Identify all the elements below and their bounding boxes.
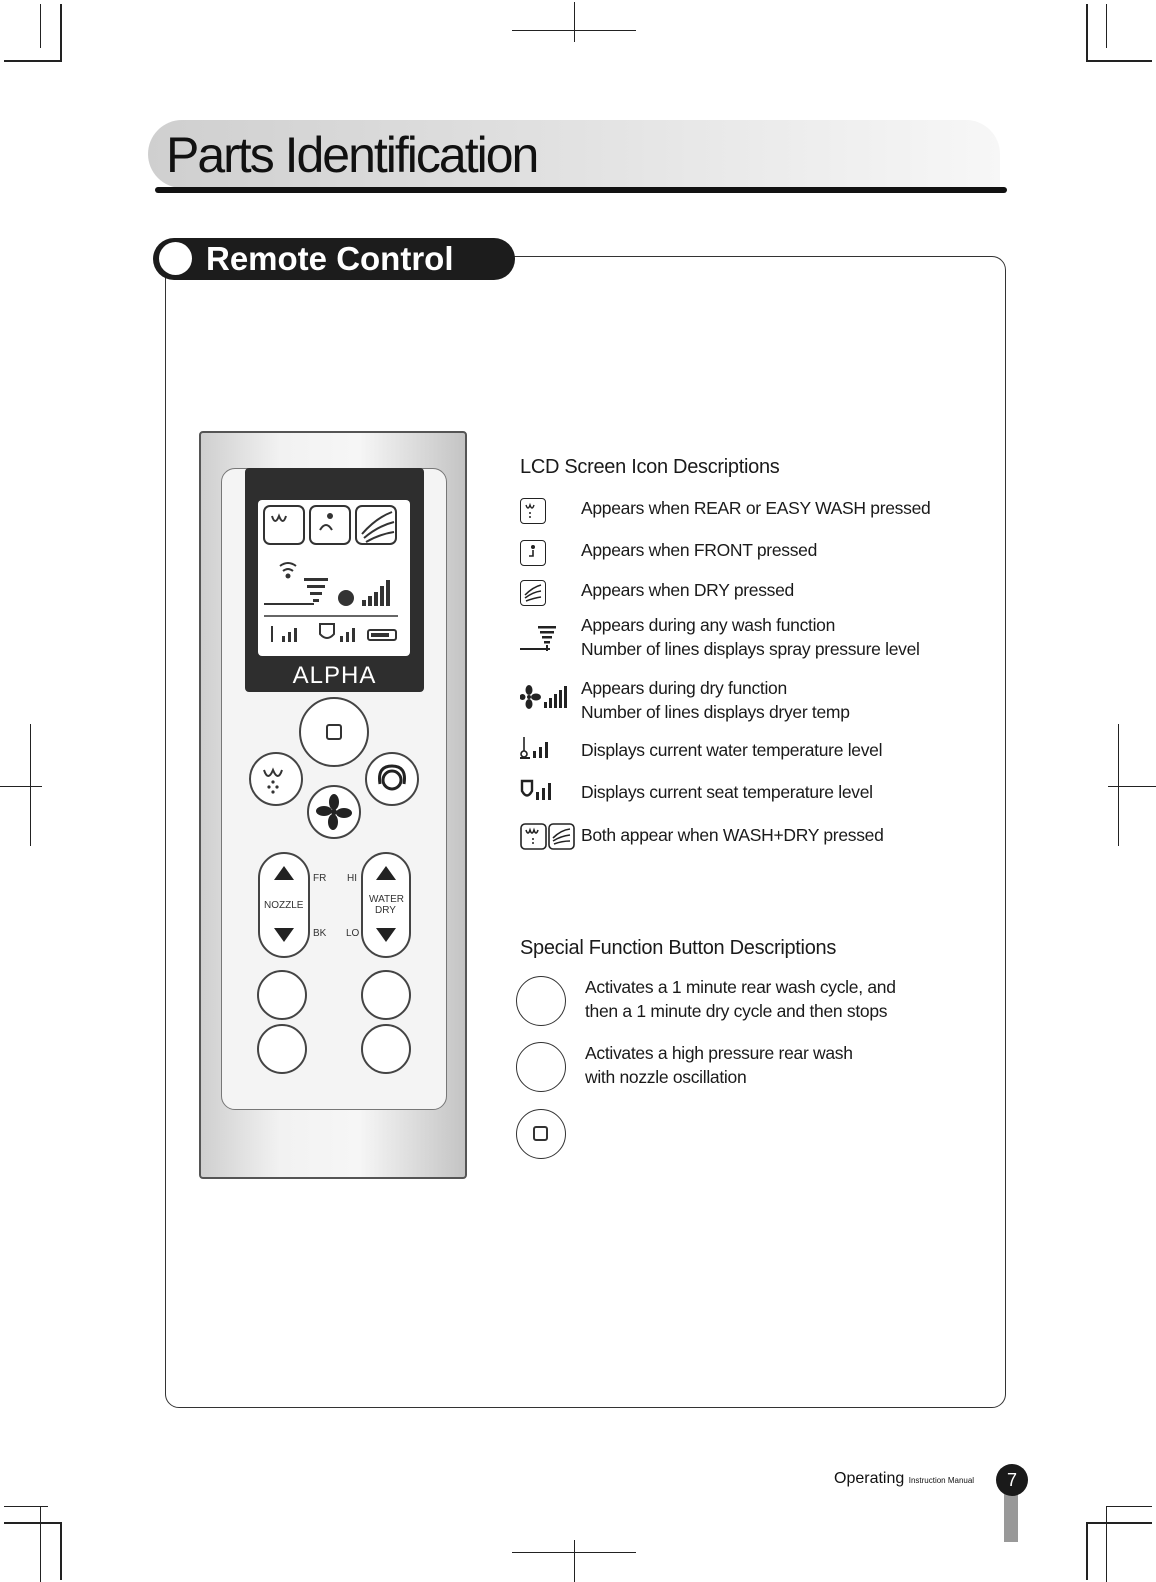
stop-button-sample	[516, 1109, 566, 1159]
icon-desc-4a: Appears during any wash function	[581, 615, 836, 635]
icon-desc-4b: Number of lines displays spray pressure …	[581, 639, 920, 659]
square-icon	[533, 1126, 548, 1141]
icon-desc-6: Displays current water temperature level	[581, 740, 883, 760]
special-button-2[interactable]	[361, 970, 411, 1020]
special-desc-1a: Activates a 1 minute rear wash cycle, an…	[585, 977, 896, 997]
special-button-sample-1	[516, 976, 566, 1026]
icon-desc-5a: Appears during dry function	[581, 678, 787, 698]
stop-button[interactable]	[299, 697, 369, 767]
water-temp-icon	[520, 735, 554, 759]
icon-desc-7: Displays current seat temperature level	[581, 782, 873, 802]
nozzle-forward-icon[interactable]	[274, 866, 294, 880]
dry-icon	[520, 580, 546, 606]
level-down-icon[interactable]	[376, 928, 396, 942]
special-desc-1b: then a 1 minute dry cycle and then stops	[585, 1001, 888, 1021]
icon-desc-2: Appears when FRONT pressed	[581, 540, 818, 560]
nozzle-back-icon[interactable]	[274, 928, 294, 942]
rear-wash-icon	[263, 767, 283, 794]
water-dry-rocker[interactable]: WATER DRY	[361, 852, 411, 958]
title-band	[148, 120, 1000, 188]
icon-desc-1: Appears when REAR or EASY WASH pressed	[581, 498, 931, 518]
fan-icon	[316, 794, 352, 830]
special-button-1[interactable]	[257, 970, 307, 1020]
fr-label: FR	[313, 873, 327, 884]
lcd-screen	[258, 500, 410, 656]
footer-manual-label: Operating Instruction Manual	[834, 1470, 974, 1488]
square-icon	[326, 724, 342, 740]
bk-label: BK	[313, 928, 327, 939]
rear-wash-button[interactable]	[249, 752, 303, 806]
lo-label: LO	[346, 928, 360, 939]
seat-temp-icon	[520, 778, 554, 802]
remote-brand: ALPHA	[292, 662, 377, 689]
special-button-sample-2	[516, 1042, 566, 1092]
special-desc-2a: Activates a high pressure rear wash	[585, 1043, 853, 1063]
nozzle-label: NOZZLE	[264, 900, 304, 911]
front-wash-icon	[520, 540, 546, 566]
water-label: WATER	[369, 894, 404, 905]
dry-label: DRY	[375, 905, 396, 916]
page-title: Parts Identification	[166, 127, 539, 183]
page-number: 7	[996, 1464, 1028, 1496]
section-title: Remote Control	[206, 240, 454, 277]
lady-face-icon	[378, 764, 406, 791]
special-functions-heading: Special Function Button Descriptions	[520, 937, 837, 959]
title-rule	[155, 187, 1007, 193]
special-button-4[interactable]	[361, 1024, 411, 1074]
icon-desc-8: Both appear when WASH+DRY pressed	[581, 825, 884, 845]
rear-wash-icon	[520, 498, 546, 524]
wash-dry-icon	[520, 823, 576, 851]
dry-button[interactable]	[307, 785, 361, 839]
lcd-icons-heading: LCD Screen Icon Descriptions	[520, 456, 780, 478]
nozzle-rocker[interactable]: NOZZLE	[258, 852, 310, 958]
front-wash-button[interactable]	[365, 752, 419, 806]
footer-instruction-manual: Instruction Manual	[908, 1476, 975, 1485]
footer-operating: Operating	[834, 1470, 905, 1487]
section-header	[153, 238, 515, 280]
section-box	[165, 256, 1006, 1408]
icon-desc-3: Appears when DRY pressed	[581, 580, 794, 600]
special-button-3[interactable]	[257, 1024, 307, 1074]
section-bullet-icon	[159, 242, 192, 275]
hi-label: HI	[347, 873, 357, 884]
level-up-icon[interactable]	[376, 866, 396, 880]
spray-pressure-icon	[520, 624, 560, 654]
page-tab	[1004, 1490, 1018, 1542]
dryer-temp-icon	[519, 684, 570, 710]
special-desc-2b: with nozzle oscillation	[585, 1067, 747, 1087]
icon-desc-5b: Number of lines displays dryer temp	[581, 702, 850, 722]
